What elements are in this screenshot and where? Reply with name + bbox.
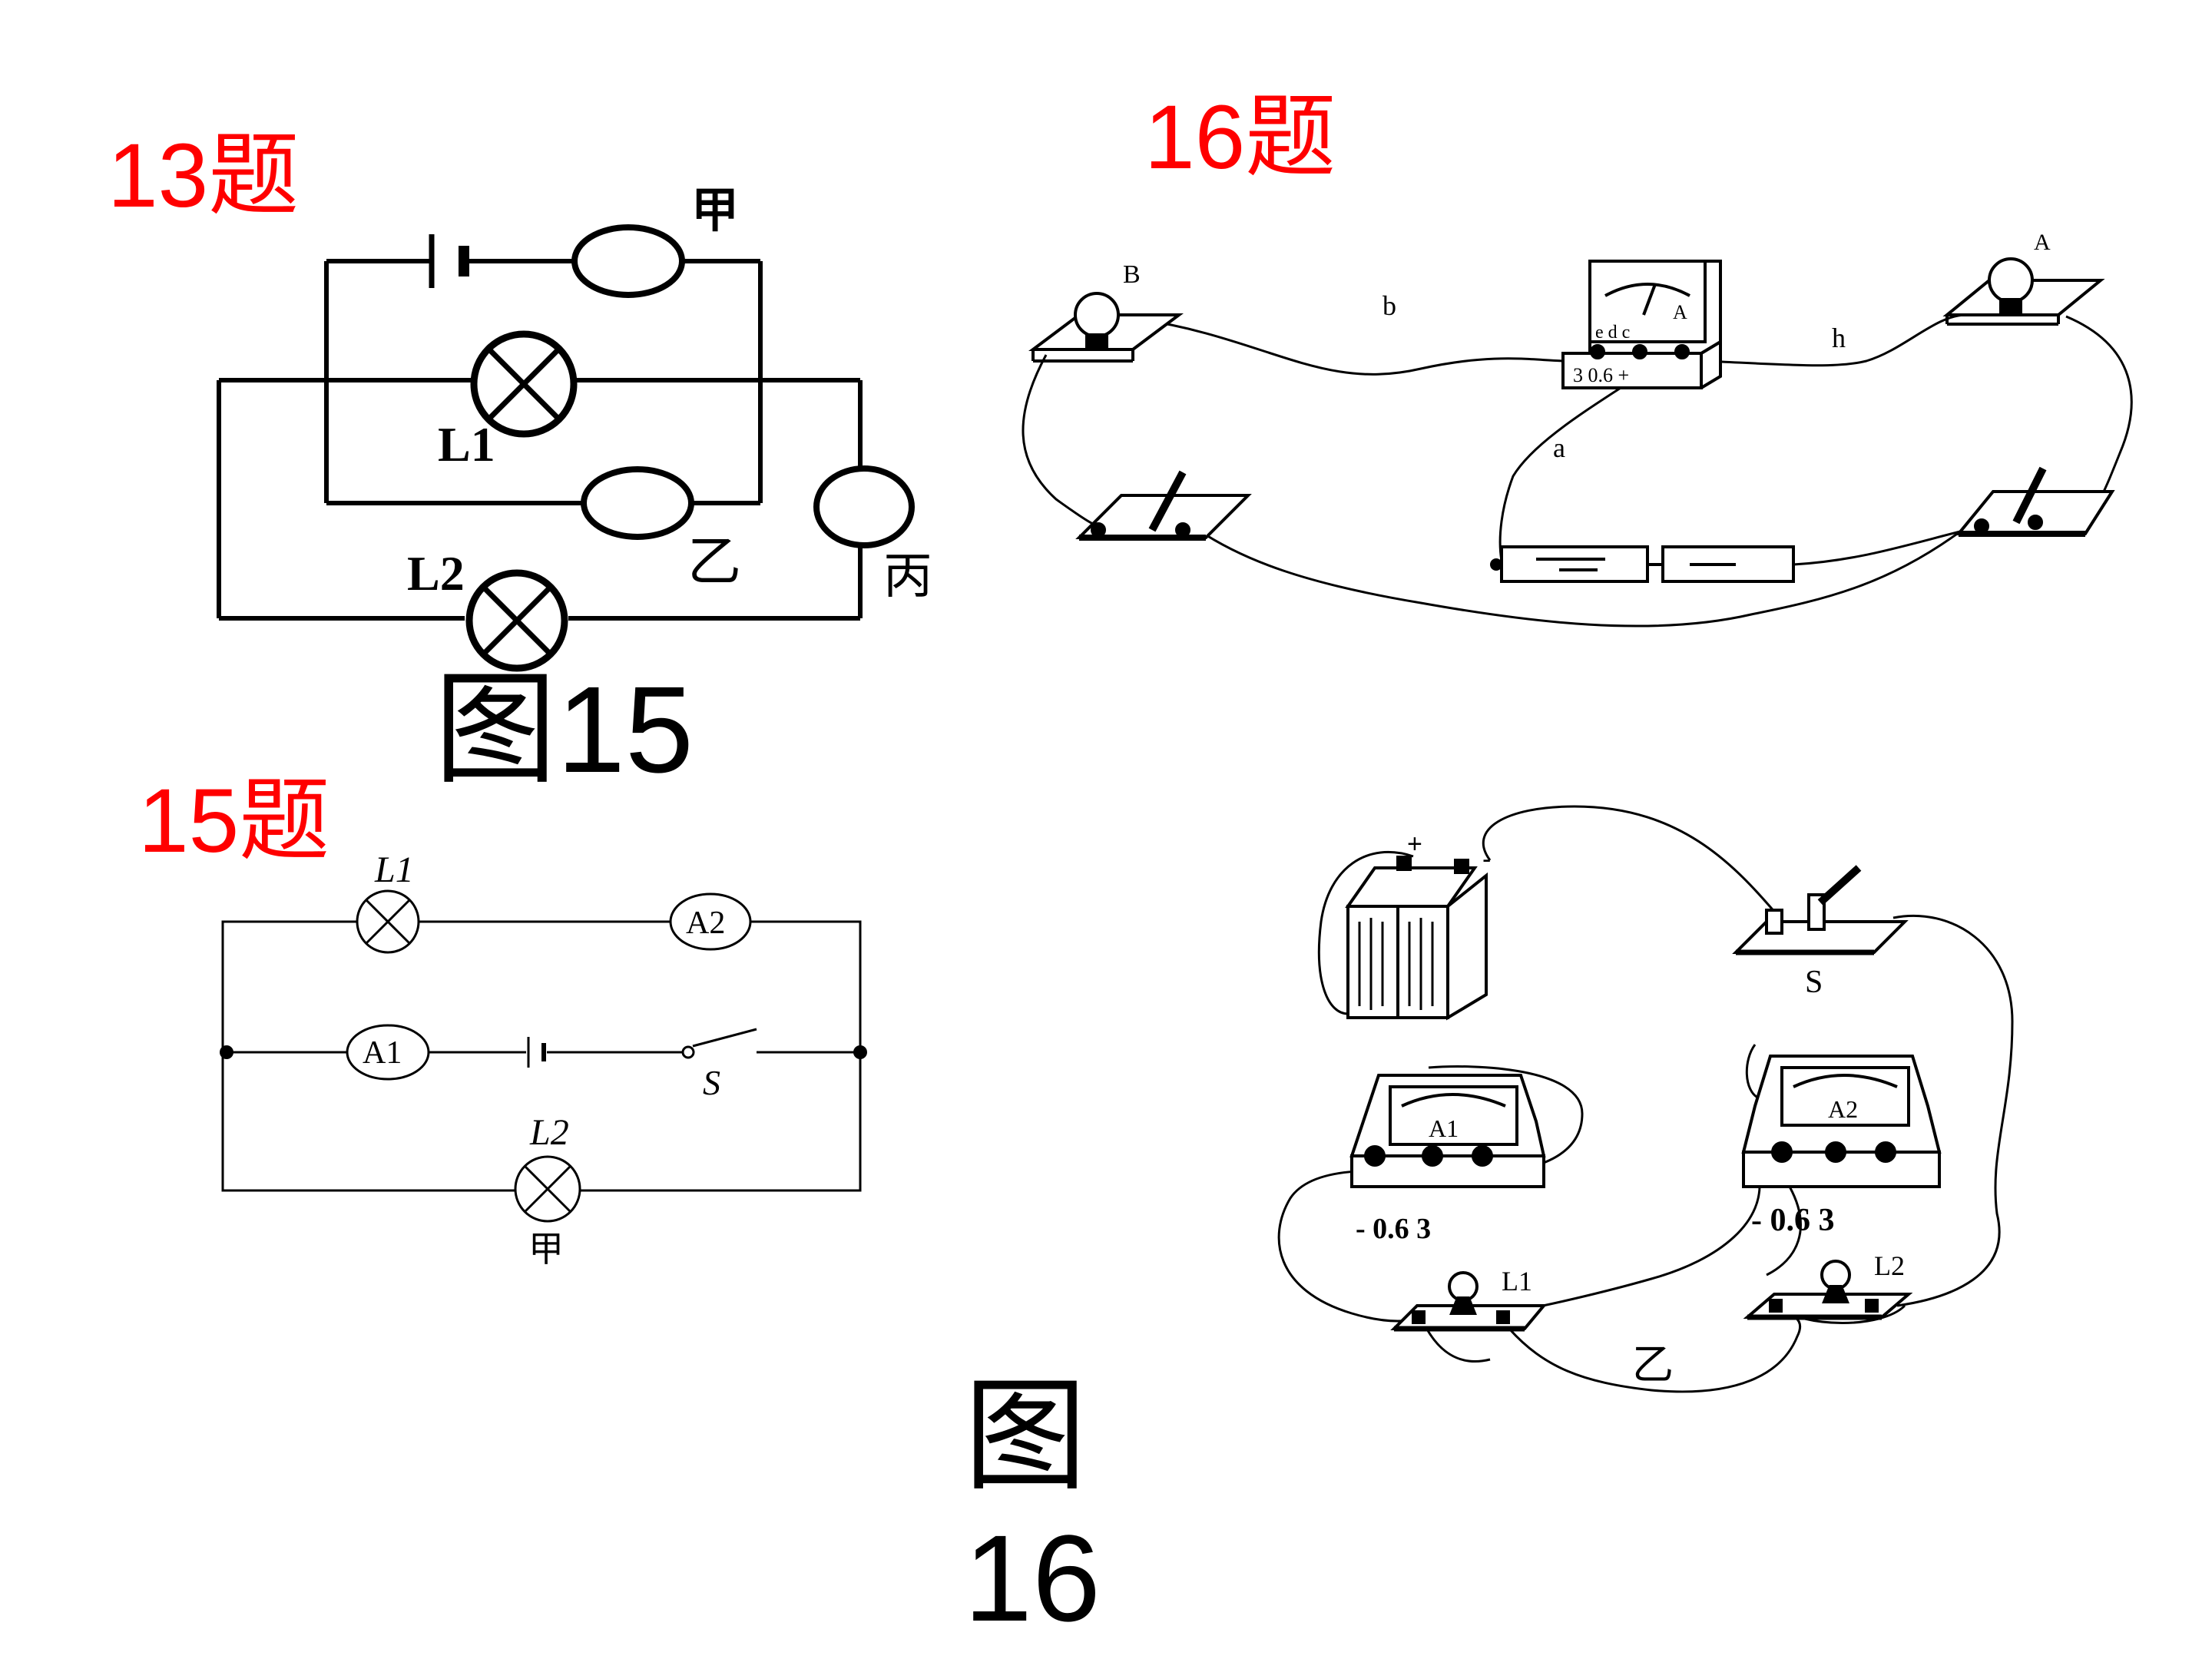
q13-lamp-l2-label: L2	[407, 546, 465, 601]
q16-bottom-battery-plus: +	[1407, 830, 1422, 859]
q13-lamp-l2-icon	[465, 569, 568, 672]
q16-bottom-ammeter-a1-label: A1	[1429, 1114, 1459, 1142]
caption-fig15: 图15	[434, 661, 694, 798]
q16-bottom-ammeter-a2-label: A2	[1828, 1095, 1858, 1123]
q15-lamp-l1-icon	[356, 889, 420, 954]
q16-bottom-battery-icon	[1345, 856, 1488, 1021]
q13-meter-yi	[581, 466, 694, 540]
heading-q16: 16题	[1144, 87, 1336, 188]
q15-switch-label: S	[703, 1063, 720, 1102]
q13-battery-icon	[429, 234, 469, 288]
q15-ammeter-a1-icon	[346, 1024, 430, 1081]
q16-wire-b-label: b	[1382, 290, 1396, 321]
q13-wires	[217, 259, 863, 621]
q16-bottom-wires	[1277, 805, 2014, 1393]
q16-bottom-switch-label: S	[1805, 965, 1823, 1000]
q16-battery-pack-icon	[1490, 545, 1795, 583]
q15-battery-icon	[527, 1037, 546, 1068]
q15-ammeter-a1-label: A1	[363, 1035, 402, 1071]
q16-ammeter-label: A	[1673, 301, 1687, 323]
q16-bottom-ammeter-a2-scale: - 0.6 3	[1751, 1203, 1835, 1238]
q16-ammeter-terminals: e d c	[1595, 323, 1630, 343]
q16-bottom-ammeter-a1-scale: - 0.6 3	[1356, 1213, 1431, 1245]
q15-lamp-l2-label: L2	[529, 1112, 569, 1153]
caption-fig16-line1: 图	[964, 1367, 1088, 1505]
q16-bottom-battery-minus: -	[1482, 845, 1491, 874]
q15-lamp-l1-label: L1	[374, 849, 414, 890]
caption-fig16-line2: 16	[964, 1509, 1101, 1647]
q16-bulb-a-label: A	[2034, 230, 2051, 255]
q15-lamp-l2-icon	[514, 1155, 581, 1223]
q16-bottom-lamp-l1-label: L1	[1502, 1266, 1532, 1296]
q16-ammeter-icon	[1561, 260, 1722, 389]
q16-ammeter-scale: 3 0.6 +	[1573, 364, 1629, 386]
q16-bulb-a-icon	[1942, 257, 2105, 326]
q13-meter-jia	[571, 224, 685, 298]
q16-bottom-lamp-l1-icon	[1390, 1271, 1548, 1332]
q15-ammeter-a2-label: A2	[686, 906, 725, 941]
q13-lamp-l1-icon	[470, 330, 578, 438]
q16-bottom-ammeter-a1-icon	[1349, 1074, 1546, 1188]
q16-right-switch-icon	[1955, 466, 2115, 537]
q16-bulb-b-icon	[1028, 292, 1184, 363]
q13-lamp-l1-label: L1	[438, 417, 495, 472]
q15-junction-dots	[220, 1045, 867, 1059]
q13-meter-bing-label: 丙	[883, 548, 932, 604]
q16-bulb-b-label: B	[1123, 260, 1141, 289]
q16-bottom-yi-label: 乙	[1632, 1342, 1674, 1388]
q16-bottom-lamp-l2-label: L2	[1874, 1250, 1905, 1281]
q16-wire-a-label: a	[1553, 432, 1565, 463]
q16-bottom-switch-icon	[1732, 865, 1909, 955]
q16-wire-h-label: h	[1832, 323, 1846, 353]
q13-meter-bing	[813, 465, 915, 548]
heading-q13: 13题	[108, 125, 300, 227]
heading-q15: 15题	[138, 770, 330, 872]
q15-jia-label: 甲	[528, 1229, 564, 1269]
q13-meter-yi-label: 乙	[687, 531, 741, 591]
q16-bottom-ammeter-a2-icon	[1741, 1055, 1942, 1188]
q15-ammeter-a2-icon	[669, 892, 752, 951]
q13-meter-jia-label: 甲	[691, 184, 739, 237]
q15-switch-icon	[681, 1045, 695, 1059]
q16-left-switch-icon	[1075, 470, 1252, 541]
q16-bottom-lamp-l2-icon	[1743, 1260, 1913, 1320]
